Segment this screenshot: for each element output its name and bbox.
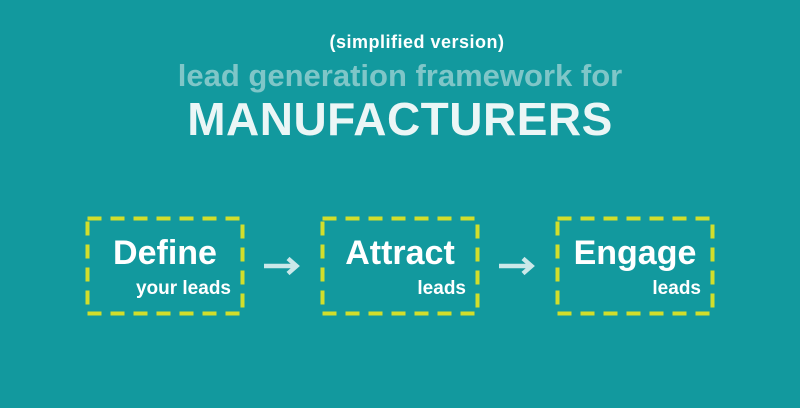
step-label: Define: [113, 234, 217, 272]
dashed-border: [85, 216, 245, 316]
step-label: Engage: [573, 234, 697, 272]
dashed-border: [320, 216, 480, 316]
step-sublabel: leads: [417, 278, 466, 299]
step-box-engage: Engage leads: [555, 216, 715, 316]
header: (simplified version) lead generation fra…: [0, 33, 800, 142]
step-box-define: Define your leads: [85, 216, 245, 316]
page-title: MANUFACTURERS: [187, 93, 613, 145]
step-label: Attract: [345, 234, 455, 272]
dashed-border: [555, 216, 715, 316]
flow-arrow-1: [245, 216, 320, 316]
flow-diagram: Define your leads Attract leads Engage l…: [0, 216, 800, 316]
flow-arrow-2: [480, 216, 555, 316]
right-arrow-icon: [498, 256, 535, 276]
step-box-attract: Attract leads: [320, 216, 480, 316]
subtitle-text: lead generation framework for: [177, 58, 623, 93]
right-arrow-icon: [263, 256, 300, 276]
step-sublabel: leads: [652, 278, 701, 299]
kicker-text: (simplified version): [329, 32, 505, 52]
step-sublabel: your leads: [135, 278, 231, 299]
